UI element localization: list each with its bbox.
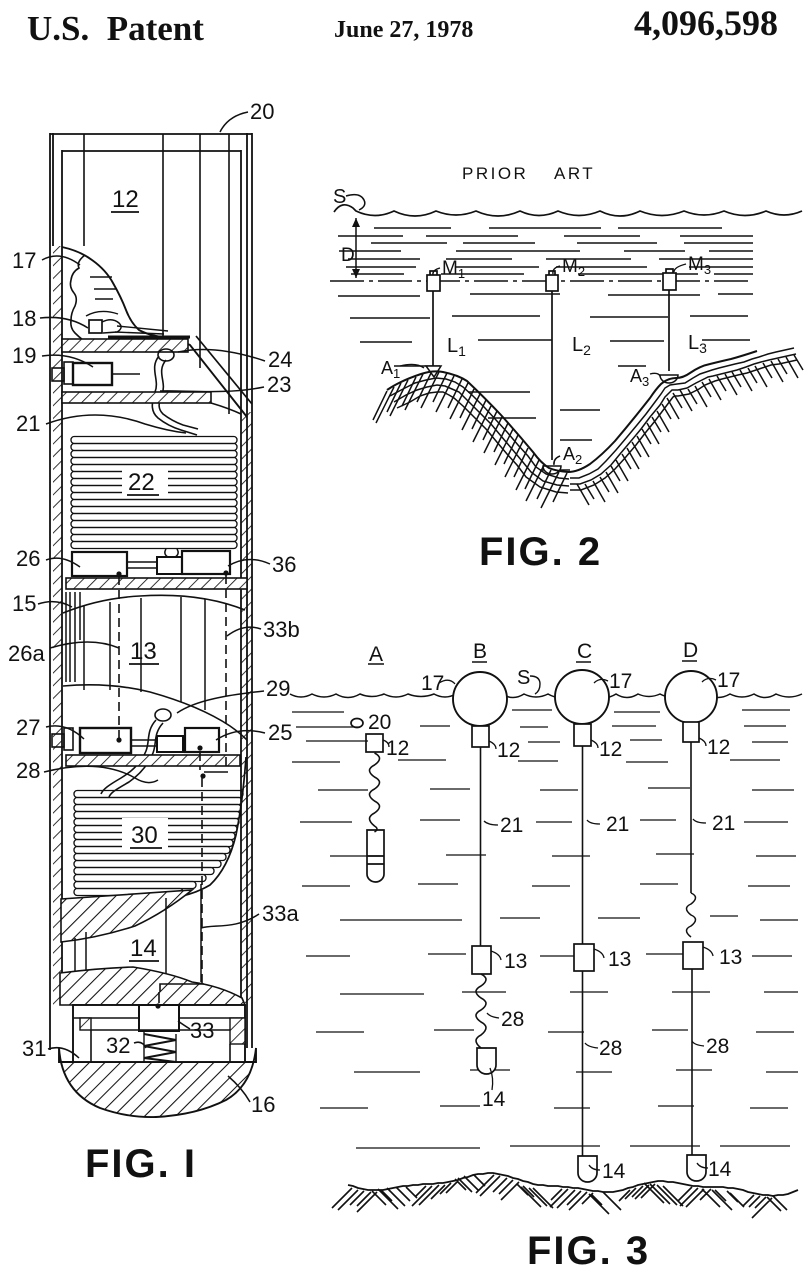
svg-text:18: 18	[12, 306, 36, 331]
svg-text:20: 20	[250, 99, 274, 124]
svg-text:36: 36	[272, 552, 296, 577]
svg-text:16: 16	[251, 1092, 275, 1117]
svg-text:12: 12	[599, 738, 622, 761]
svg-text:20: 20	[368, 711, 391, 734]
svg-text:31: 31	[22, 1036, 46, 1061]
svg-text:14: 14	[602, 1160, 626, 1183]
svg-text:25: 25	[268, 720, 292, 745]
svg-text:M1: M1	[442, 258, 465, 281]
svg-text:28: 28	[16, 758, 40, 783]
svg-text:33: 33	[190, 1018, 214, 1043]
svg-text:FIG. 3: FIG. 3	[527, 1229, 650, 1273]
svg-text:13: 13	[608, 948, 631, 971]
svg-text:33b: 33b	[263, 617, 300, 642]
svg-text:21: 21	[606, 813, 629, 836]
svg-text:24: 24	[268, 347, 292, 372]
svg-text:S: S	[517, 667, 530, 689]
svg-text:12: 12	[497, 739, 520, 762]
svg-text:28: 28	[501, 1008, 524, 1031]
svg-text:21: 21	[16, 411, 40, 436]
svg-text:17: 17	[421, 672, 444, 695]
svg-text:FIG. 2: FIG. 2	[479, 530, 602, 574]
svg-text:12: 12	[112, 186, 139, 213]
svg-text:L3: L3	[688, 332, 707, 356]
svg-text:30: 30	[131, 822, 158, 849]
svg-text:26a: 26a	[8, 641, 45, 666]
svg-text:D: D	[341, 245, 355, 266]
svg-text:14: 14	[482, 1088, 506, 1111]
svg-text:26: 26	[16, 546, 40, 571]
svg-text:13: 13	[719, 946, 742, 969]
svg-text:PRIOR: PRIOR	[462, 164, 528, 183]
svg-text:14: 14	[708, 1158, 732, 1181]
svg-text:L1: L1	[447, 335, 466, 359]
svg-text:28: 28	[706, 1035, 729, 1058]
svg-text:17: 17	[12, 248, 36, 273]
svg-text:17: 17	[609, 670, 632, 693]
svg-text:23: 23	[267, 372, 291, 397]
svg-text:M3: M3	[688, 254, 711, 277]
svg-text:S: S	[333, 186, 346, 208]
svg-text:15: 15	[12, 591, 36, 616]
svg-text:13: 13	[504, 950, 527, 973]
svg-text:A2: A2	[563, 444, 582, 467]
svg-text:13: 13	[130, 638, 157, 665]
svg-text:27: 27	[16, 715, 40, 740]
svg-text:12: 12	[707, 736, 730, 759]
svg-text:L2: L2	[572, 334, 591, 358]
svg-text:C: C	[577, 640, 592, 663]
svg-text:B: B	[473, 640, 487, 663]
svg-text:32: 32	[106, 1033, 130, 1058]
svg-text:FIG. I: FIG. I	[85, 1142, 197, 1186]
svg-text:22: 22	[128, 469, 155, 496]
svg-text:33a: 33a	[262, 901, 299, 926]
svg-text:28: 28	[599, 1037, 622, 1060]
svg-text:17: 17	[717, 669, 740, 692]
svg-text:21: 21	[712, 812, 735, 835]
svg-text:A: A	[369, 643, 383, 666]
svg-text:19: 19	[12, 343, 36, 368]
svg-text:A3: A3	[630, 366, 649, 389]
svg-text:29: 29	[266, 676, 290, 701]
svg-text:12: 12	[386, 737, 409, 760]
svg-text:ART: ART	[554, 164, 595, 183]
svg-text:D: D	[683, 639, 698, 662]
svg-text:21: 21	[500, 814, 523, 837]
svg-text:A1: A1	[381, 358, 400, 381]
svg-text:14: 14	[130, 935, 157, 962]
